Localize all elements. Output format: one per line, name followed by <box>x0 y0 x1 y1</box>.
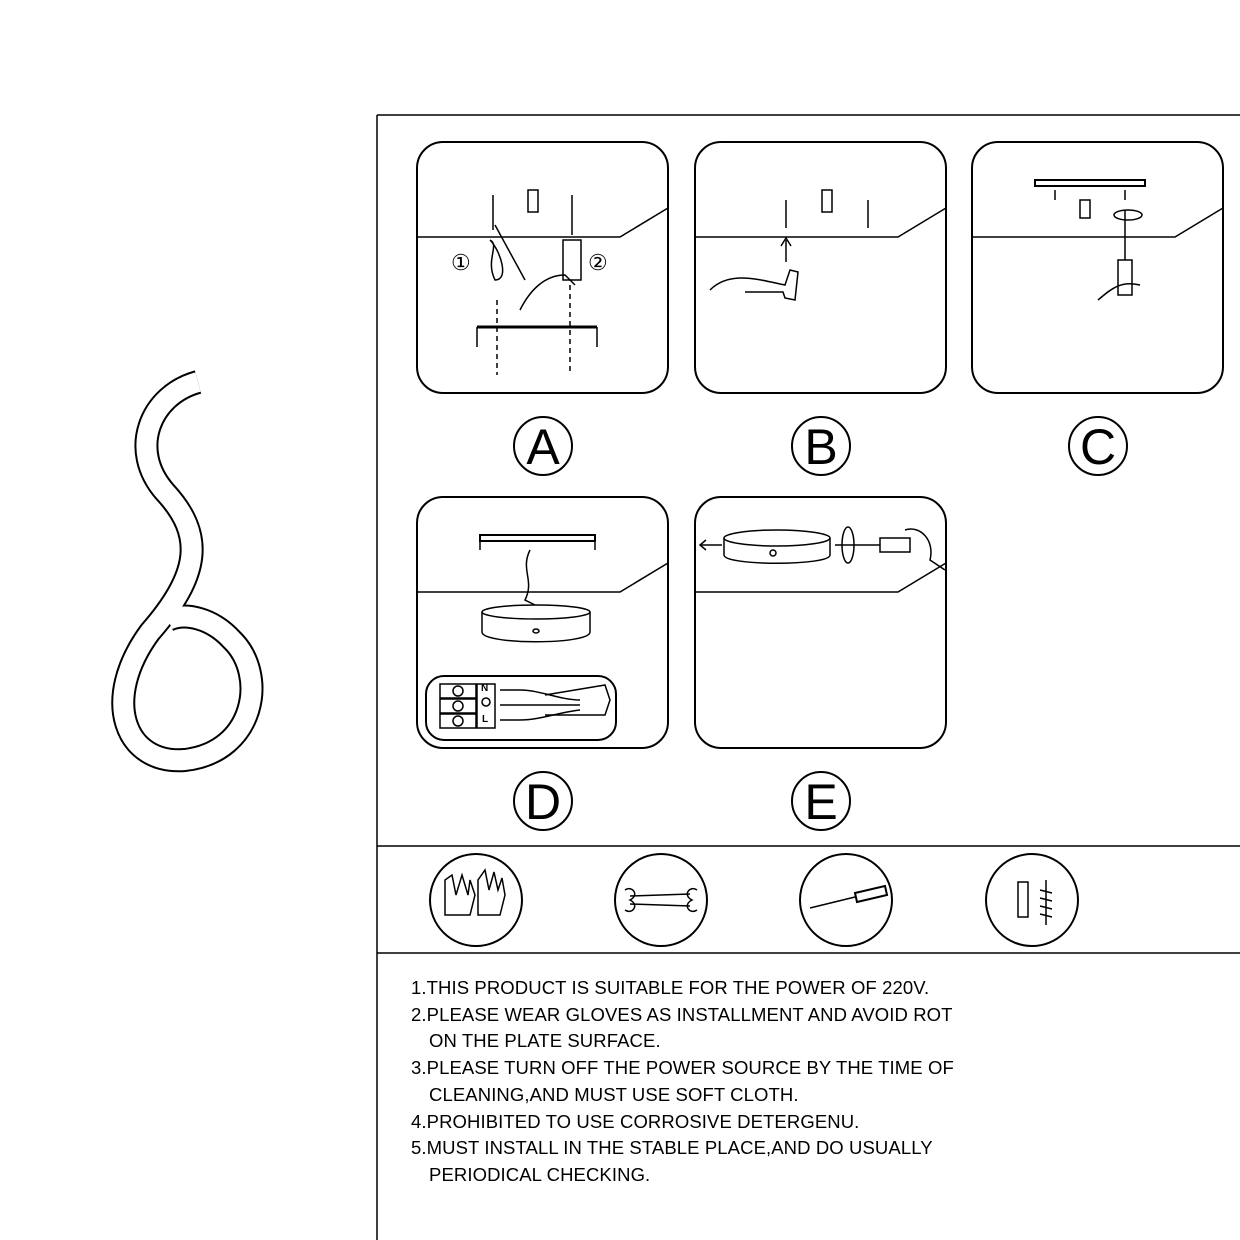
step-panel-d <box>416 496 669 749</box>
terminal-n: N <box>481 683 489 694</box>
lamp-illustration <box>111 370 264 773</box>
note-5-cont: PERIODICAL CHECKING. <box>429 1163 651 1185</box>
step-panel-c <box>971 141 1224 394</box>
safety-notes: 1.THIS PRODUCT IS SUITABLE FOR THE POWER… <box>411 975 954 1189</box>
step-panel-e <box>694 496 947 749</box>
step-panel-b <box>694 141 947 394</box>
tool-anchor-screw <box>985 853 1079 947</box>
note-3-cont: CLEANING,AND MUST USE SOFT CLOTH. <box>429 1083 799 1105</box>
tool-wrench <box>614 853 708 947</box>
tool-screwdriver <box>799 853 893 947</box>
callout-1: ① <box>451 250 471 275</box>
note-3: 3.PLEASE TURN OFF THE POWER SOURCE BY TH… <box>411 1057 954 1079</box>
step-label-b: B <box>791 416 851 476</box>
step-label-e: E <box>791 771 851 831</box>
tool-gloves <box>429 853 523 947</box>
step-label-d: D <box>513 771 573 831</box>
note-4: 4.PROHIBITED TO USE CORROSIVE DETERGENU. <box>411 1110 860 1132</box>
callout-2: ② <box>588 250 608 275</box>
step-panel-a <box>416 141 669 394</box>
step-label-a: A <box>513 416 573 476</box>
note-2-cont: ON THE PLATE SURFACE. <box>429 1030 661 1052</box>
note-1: 1.THIS PRODUCT IS SUITABLE FOR THE POWER… <box>411 977 930 998</box>
note-5: 5.MUST INSTALL IN THE STABLE PLACE,AND D… <box>411 1137 933 1159</box>
frame <box>376 114 1240 1240</box>
terminal-l: L <box>482 714 489 725</box>
note-2: 2.PLEASE WEAR GLOVES AS INSTALLMENT AND … <box>411 1003 953 1025</box>
step-label-c: C <box>1068 416 1128 476</box>
